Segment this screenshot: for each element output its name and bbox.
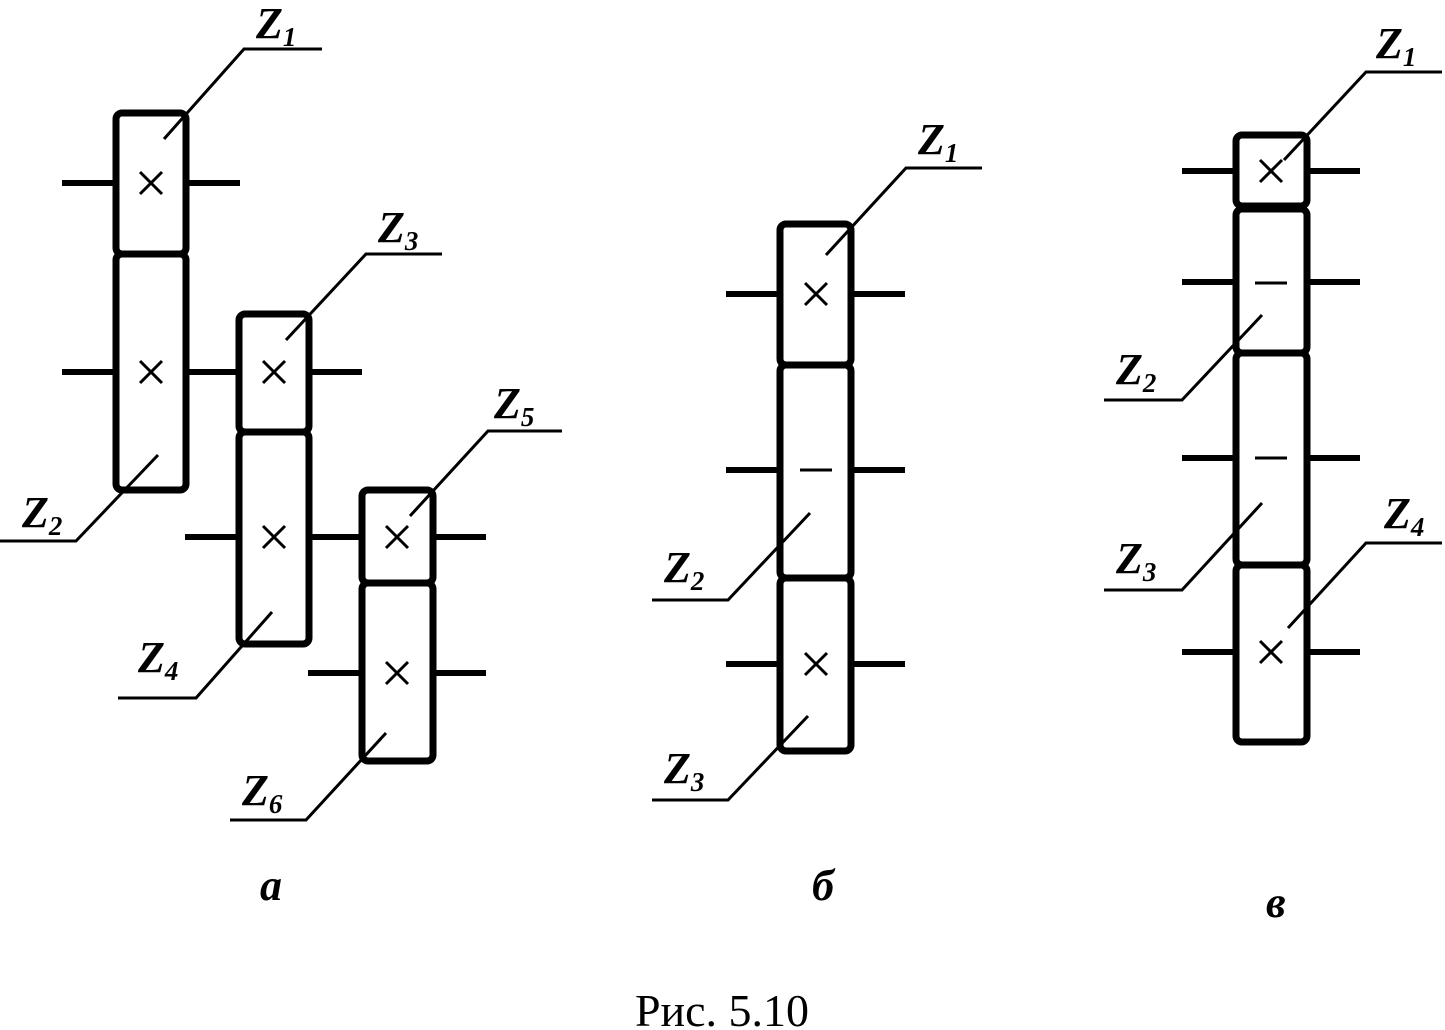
panel-v: Z1 Z2 Z3 Z4 в bbox=[1104, 19, 1442, 927]
leader-line bbox=[652, 511, 812, 602]
panel-b: Z1 Z2 Z3 б bbox=[652, 115, 982, 910]
leader-line bbox=[230, 731, 388, 822]
panel-label-a: а bbox=[260, 861, 282, 910]
gear-label-z4: Z4 bbox=[1383, 489, 1424, 542]
cross-mark-icon bbox=[261, 359, 287, 385]
gear-label-z4: Z4 bbox=[137, 633, 178, 686]
cross-mark-icon bbox=[384, 660, 410, 686]
gear-label-z5: Z5 bbox=[493, 379, 534, 432]
cross-mark-icon bbox=[384, 524, 410, 550]
gear-label-z3: Z3 bbox=[377, 203, 418, 256]
leader-line bbox=[0, 453, 160, 543]
leader-line bbox=[162, 47, 322, 140]
leader-line bbox=[408, 429, 562, 518]
panel-label-b: б bbox=[812, 861, 836, 910]
gear-label-z3: Z3 bbox=[663, 744, 704, 797]
leader-line bbox=[1286, 541, 1442, 630]
gear-label-z1: Z1 bbox=[255, 0, 296, 52]
gear-label-z1: Z1 bbox=[1375, 19, 1416, 72]
gear-label-z6: Z6 bbox=[241, 766, 283, 819]
cross-mark-icon bbox=[138, 359, 164, 385]
leader-line bbox=[118, 611, 274, 700]
cross-mark-icon bbox=[803, 281, 829, 307]
cross-mark-icon bbox=[803, 651, 829, 677]
panel-a: Z1 Z2 Z3 Z4 Z5 Z6 а bbox=[0, 0, 562, 910]
cross-mark-icon bbox=[1258, 158, 1284, 184]
leader-line bbox=[1282, 70, 1442, 162]
gear-label-z3: Z3 bbox=[1115, 534, 1156, 587]
leader-line bbox=[284, 252, 442, 342]
leader-line bbox=[1104, 313, 1264, 402]
gear-label-z2: Z2 bbox=[1115, 345, 1156, 398]
panel-label-v: в bbox=[1266, 878, 1286, 927]
leader-line bbox=[1104, 501, 1264, 592]
cross-mark-icon bbox=[261, 524, 287, 550]
leader-line bbox=[824, 166, 982, 257]
cross-mark-icon bbox=[1258, 639, 1284, 665]
leader-line bbox=[652, 714, 810, 802]
gear-label-z2: Z2 bbox=[663, 543, 704, 596]
gear-label-z1: Z1 bbox=[917, 115, 958, 168]
figure-caption: Рис. 5.10 bbox=[635, 985, 809, 1030]
cross-mark-icon bbox=[138, 170, 164, 196]
gear-label-z2: Z2 bbox=[21, 488, 62, 541]
